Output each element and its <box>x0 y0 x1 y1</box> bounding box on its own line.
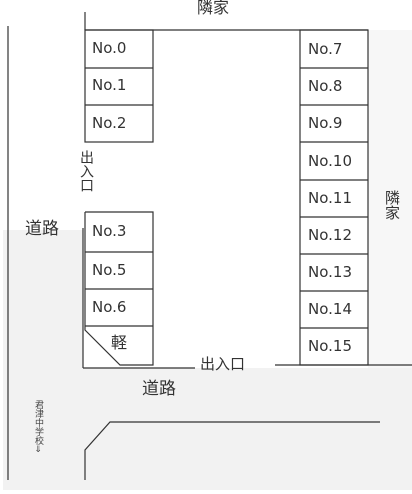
left-top-block <box>84 29 154 143</box>
neighbor-right-label: 隣家 <box>383 190 401 220</box>
road-bottom-shade <box>83 368 412 490</box>
slot-label: No.14 <box>308 300 352 318</box>
entrance-left-label: 出入口 <box>78 150 94 192</box>
slot-label: No.10 <box>308 152 352 170</box>
school-road-edge <box>84 421 380 480</box>
slot-label: No.5 <box>92 261 127 279</box>
neighbor-right-shade <box>368 30 412 368</box>
slot-label: No.1 <box>92 76 127 94</box>
road-bottom-label: 道路 <box>142 379 176 399</box>
slot-label: No.8 <box>308 77 343 95</box>
left-bottom-block <box>84 211 154 366</box>
slot-label: No.12 <box>308 226 352 244</box>
slot-label: No.6 <box>92 298 127 316</box>
slot-label: No.0 <box>92 39 127 57</box>
slot-label: No.11 <box>308 189 352 207</box>
slot-label: No.13 <box>308 263 352 281</box>
slot-label: No.2 <box>92 114 127 132</box>
slot-label: No.15 <box>308 337 352 355</box>
slot-label: No.7 <box>308 40 343 58</box>
school-label: 君津中学校⇓ <box>33 400 43 455</box>
road-left-shade <box>3 230 83 490</box>
road-left-label: 道路 <box>25 219 59 239</box>
neighbor-top-label: 隣家 <box>197 0 230 17</box>
slot-label: No.3 <box>92 222 127 240</box>
slot-label: No.9 <box>308 114 343 132</box>
entrance-bottom-label: 出入口 <box>200 355 246 373</box>
kei-label: 軽 <box>111 333 128 352</box>
